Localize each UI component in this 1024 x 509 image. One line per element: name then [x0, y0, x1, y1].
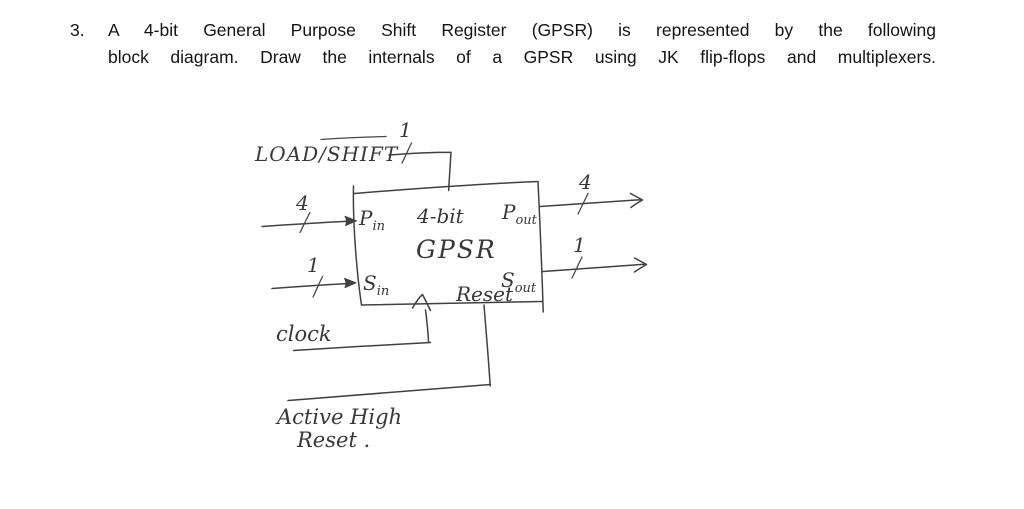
load-shift-wire	[388, 151, 452, 192]
clock-wire	[292, 309, 432, 352]
sout-arrowhead-icon	[633, 257, 648, 273]
pin-bus-tick	[299, 211, 311, 234]
sin-main: S	[363, 271, 377, 295]
reset-note-line1: Active High	[275, 405, 402, 429]
pin-sub: in	[372, 219, 385, 234]
pout-port-label: Pout	[501, 200, 538, 228]
sin-input-wire	[271, 282, 350, 290]
pout-bus-tick	[577, 192, 589, 215]
question-line-1: A 4-bit General Purpose Shift Register (…	[108, 20, 936, 40]
pin-input-wire	[261, 220, 350, 228]
sout-sub: out	[515, 281, 537, 296]
sin-port-label: Sin	[363, 271, 389, 299]
sin-bus-tick	[312, 275, 324, 298]
pout-main: P	[501, 200, 516, 224]
sout-port-label: Sout	[501, 268, 537, 296]
pout-bus-width: 4	[578, 170, 592, 194]
pin-arrowhead-icon	[344, 215, 357, 226]
gpsr-box	[352, 180, 544, 313]
load-label-part: LOAD/	[254, 142, 328, 166]
sin-sub: in	[377, 284, 390, 299]
reset-port-label: Reset	[455, 282, 514, 306]
pout-output-wire	[539, 198, 642, 208]
box-title-line1: 4-bit	[416, 204, 465, 228]
question-number: 3.	[70, 20, 85, 40]
clock-edge-triangle	[411, 293, 432, 312]
reset-note-line2: Reset .	[296, 428, 370, 452]
pout-sub: out	[515, 213, 537, 228]
load-shift-bus-width: 1	[399, 118, 412, 142]
pin-port-label: Pin	[358, 206, 385, 234]
pout-arrowhead-icon	[629, 192, 644, 209]
sin-bus-width: 1	[307, 253, 320, 277]
sout-output-wire	[542, 263, 646, 273]
load-shift-bus-tick	[401, 142, 413, 164]
box-title-line2: GPSR	[416, 235, 497, 264]
pin-bus-width: 4	[295, 191, 309, 215]
pin-main: P	[358, 206, 373, 230]
clock-label: clock	[276, 322, 332, 346]
load-shift-label: LOAD/SHIFT	[254, 142, 399, 166]
sout-bus-width: 1	[573, 233, 586, 257]
sout-main: S	[501, 268, 515, 292]
sout-bus-tick	[571, 256, 583, 279]
shift-label-part: SHIFT	[327, 142, 399, 166]
question-text: A 4-bit General Purpose Shift Register (…	[108, 17, 936, 70]
question-line-2: block diagram. Draw the internals of a G…	[108, 46, 936, 67]
shift-overline	[320, 135, 387, 141]
sin-arrowhead-icon	[344, 277, 357, 288]
reset-wire	[287, 304, 492, 402]
